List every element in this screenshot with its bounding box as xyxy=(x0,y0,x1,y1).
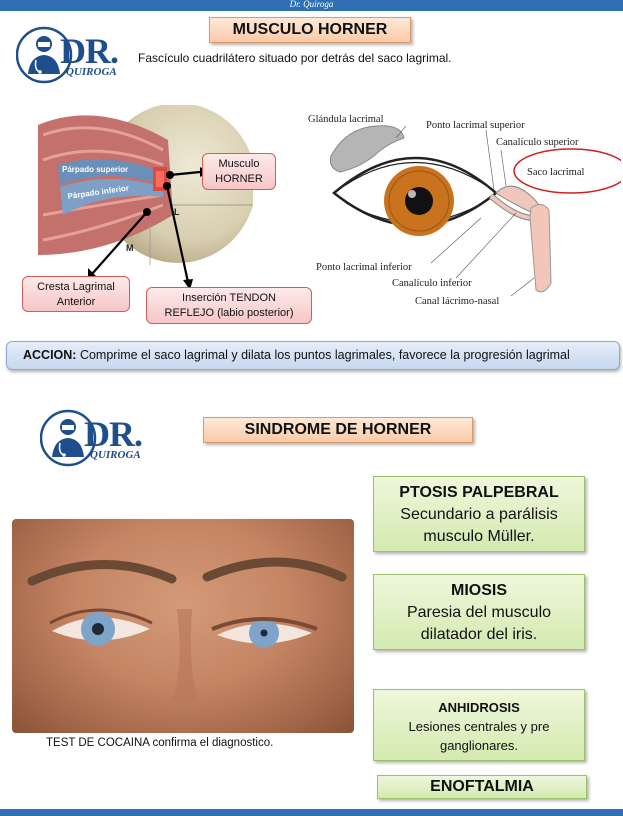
ptosis-line2: musculo Müller. xyxy=(423,528,535,545)
miosis-box: MIOSIS Paresia del musculo dilatador del… xyxy=(373,574,585,650)
ponto-inferior-label: Ponto lacrimal inferior xyxy=(316,262,412,273)
canal-lacrimo-nasal-label: Canal lácrimo-nasal xyxy=(415,296,499,307)
ptosis-box: PTOSIS PALPEBRAL Secundario a parálisis … xyxy=(373,476,585,552)
cocaine-test-caption: TEST DE COCAINA confirma el diagnostico. xyxy=(46,737,274,749)
ponto-superior-label: Ponto lacrimal superior xyxy=(426,120,525,131)
miosis-line1: Paresia del musculo xyxy=(406,604,552,621)
miosis-line2: dilatador del iris. xyxy=(420,626,538,643)
logo-dr: DR. xyxy=(84,414,143,454)
anhidrosis-line2: ganglionares. xyxy=(439,738,519,753)
logo-quiroga: QUIROGA xyxy=(90,449,141,461)
saco-lacrimal-label: Saco lacrimal xyxy=(527,167,585,178)
musculo-horner-description: Fascículo cuadrilátero situado por detrá… xyxy=(138,51,452,65)
canaliculo-superior-label: Canalículo superior xyxy=(496,137,579,148)
author-header: Dr. Quiroga xyxy=(289,0,334,9)
logo-quiroga: QUIROGA xyxy=(66,66,117,78)
musculo-horner-title: MUSCULO HORNER xyxy=(209,17,411,43)
ptosis-line1: Secundario a parálisis xyxy=(400,506,558,523)
musculo-horner-label: Musculo HORNER xyxy=(202,153,276,190)
letter-l: L xyxy=(174,207,180,217)
accion-text: Comprime el saco lagrimal y dilata los p… xyxy=(76,348,570,362)
patient-eyes-image xyxy=(27,557,347,702)
logo-dr: DR. xyxy=(60,31,119,71)
accion-bar: ACCION: Comprime el saco lagrimal y dila… xyxy=(6,341,620,370)
anhidrosis-box: ANHIDROSIS Lesiones centrales y pre gang… xyxy=(373,689,585,761)
anhidrosis-line1: Lesiones centrales y pre xyxy=(408,719,550,734)
letter-m: M xyxy=(126,243,134,253)
parpado-superior-label: Párpado superior xyxy=(62,165,128,174)
bottom-bar xyxy=(0,809,623,816)
lacrimal-diagram: Glándula lacrimal Ponto lacrimal superio… xyxy=(308,114,621,307)
accion-label: ACCION: xyxy=(23,348,77,362)
sindrome-horner-title: SINDROME DE HORNER xyxy=(203,417,473,443)
insercion-tendon-label: Inserción TENDON REFLEJO (labio posterio… xyxy=(146,287,312,324)
logo-bottom: DR. QUIROGA xyxy=(40,405,143,471)
top-bar: Dr. Quiroga xyxy=(0,0,623,11)
glandula-lacrimal-label: Glándula lacrimal xyxy=(308,114,384,125)
canaliculo-inferior-label: Canalículo inferior xyxy=(392,278,472,289)
enoftalmia-title: ENOFTALMIA xyxy=(430,778,534,795)
logo-top: DR. QUIROGA xyxy=(16,22,119,88)
doctor-icon xyxy=(40,409,97,467)
patient-photo xyxy=(12,519,354,733)
doctor-icon xyxy=(16,26,73,84)
cresta-lagrimal-label: Cresta Lagrimal Anterior xyxy=(22,276,130,312)
ptosis-title: PTOSIS PALPEBRAL xyxy=(399,484,559,501)
miosis-title: MIOSIS xyxy=(450,582,507,599)
anhidrosis-title: ANHIDROSIS xyxy=(438,700,520,715)
enoftalmia-box: ENOFTALMIA xyxy=(377,775,587,799)
